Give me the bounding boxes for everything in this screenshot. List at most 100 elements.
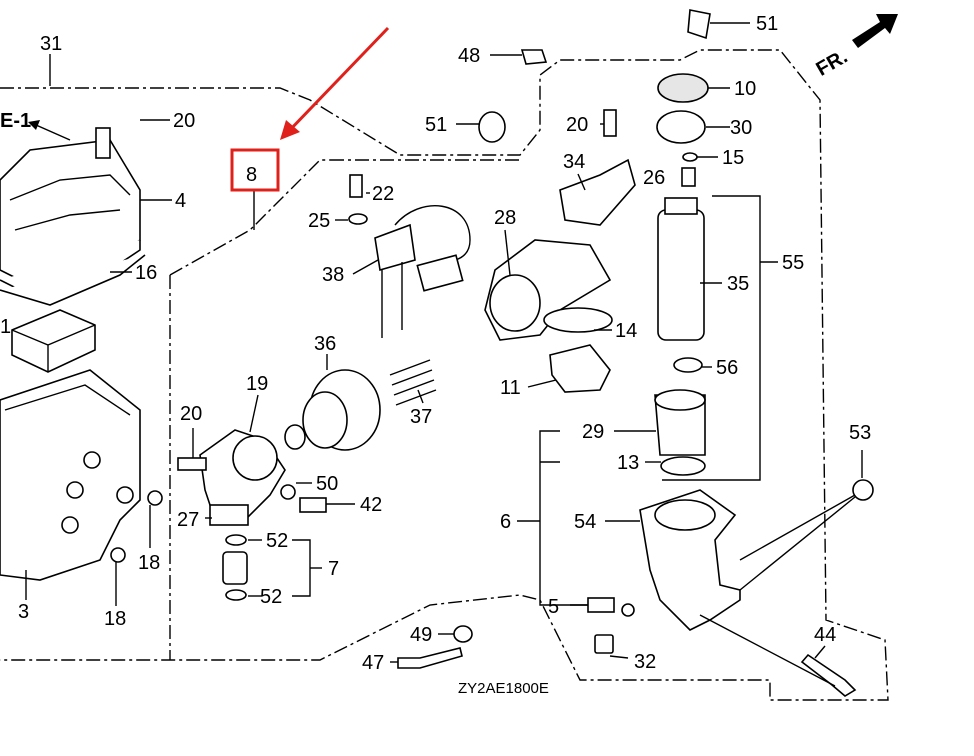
callout-6[interactable]: 6 [500, 511, 511, 533]
fitting-27 [209, 504, 249, 526]
highlight-arrow [286, 26, 390, 134]
o-ring-filter [284, 424, 306, 450]
washer-50 [280, 484, 296, 500]
screw-42 [299, 497, 327, 513]
callout-25[interactable]: 25 [308, 210, 330, 232]
callout-31[interactable]: 31 [40, 33, 62, 55]
washer-18a [147, 490, 163, 506]
callout-20[interactable]: 20 [566, 114, 588, 136]
o-ring-13 [660, 456, 706, 476]
cover-nipple [95, 127, 111, 159]
callout-49[interactable]: 49 [410, 624, 432, 646]
clamp-51a [478, 111, 506, 143]
callout-11[interactable]: 11 [500, 377, 521, 399]
callout-20[interactable]: 20 [173, 110, 195, 132]
cover-gasket [0, 254, 146, 306]
callout-38[interactable]: 38 [322, 264, 344, 286]
callout-13[interactable]: 13 [617, 452, 639, 474]
callout-51[interactable]: 51 [756, 13, 778, 35]
callout-18[interactable]: 18 [104, 608, 126, 630]
fuel-tank-body [0, 369, 141, 581]
highlight-arrow-head [280, 120, 300, 140]
sensor-32 [594, 634, 614, 654]
inner-boundary-left [169, 159, 330, 276]
clip-48 [520, 49, 548, 65]
clamp-51b [687, 9, 711, 40]
connector-38 [416, 254, 464, 292]
callout-26[interactable]: 26 [643, 167, 665, 189]
highlight: 8 [230, 26, 390, 192]
callout-1[interactable]: 1 [0, 316, 11, 338]
callout-15[interactable]: 15 [722, 147, 744, 169]
callout-36[interactable]: 36 [314, 333, 336, 355]
ring-30 [656, 110, 706, 144]
plate-11 [549, 344, 611, 393]
callout-29[interactable]: 29 [582, 421, 604, 443]
callout-35[interactable]: 35 [727, 273, 749, 295]
bolt-53 [852, 479, 874, 501]
callout-34[interactable]: 34 [563, 151, 585, 173]
front-arrow-icon [852, 14, 898, 48]
callout-44[interactable]: 44 [814, 624, 836, 646]
bolt-20c [603, 109, 617, 137]
callout-52[interactable]: 52 [266, 530, 288, 552]
ring-56 [673, 357, 703, 373]
o-ring-14 [543, 307, 613, 333]
callout-18[interactable]: 18 [138, 552, 160, 574]
highlight-box [230, 148, 280, 192]
callout-28[interactable]: 28 [494, 207, 516, 229]
valve-5 [587, 597, 615, 613]
bolt-47 [397, 647, 463, 669]
callout-19[interactable]: 19 [246, 373, 268, 395]
o-ring-52b [225, 589, 247, 601]
diagram-code: ZY2AE1800E [458, 680, 549, 697]
callout-42[interactable]: 42 [360, 494, 382, 516]
callout-3[interactable]: 3 [18, 601, 29, 623]
callout-10[interactable]: 10 [734, 78, 756, 100]
fuel-filter-assembly [177, 174, 471, 601]
boundary-lines [0, 49, 889, 701]
washer-15 [682, 152, 698, 162]
callout-16[interactable]: 16 [135, 262, 157, 284]
callout-8[interactable]: 8 [246, 164, 257, 186]
callout-52[interactable]: 52 [260, 586, 282, 608]
engine-cover-assembly [0, 127, 163, 581]
callout-48[interactable]: 48 [458, 45, 480, 67]
callout-27[interactable]: 27 [177, 509, 199, 531]
callout-51[interactable]: 51 [425, 114, 447, 136]
outer-boundary [0, 49, 889, 701]
callout-55[interactable]: 55 [782, 252, 804, 274]
ref-label[interactable]: E-1 [0, 110, 31, 132]
callout-22[interactable]: 22 [372, 183, 394, 205]
callout-32[interactable]: 32 [634, 651, 656, 673]
callout-14[interactable]: 14 [615, 320, 637, 342]
washer-49 [453, 625, 473, 643]
callout-4[interactable]: 4 [175, 190, 186, 212]
callout-54[interactable]: 54 [574, 511, 596, 533]
callout-37[interactable]: 37 [410, 406, 432, 428]
sensor-38 [374, 223, 416, 272]
bolt-22 [349, 174, 363, 198]
bracket-34 [559, 158, 636, 226]
callout-47[interactable]: 47 [362, 652, 384, 674]
callout-5[interactable]: 5 [548, 596, 559, 618]
washer-25 [348, 213, 368, 225]
callout-53[interactable]: 53 [849, 422, 871, 444]
callout-20[interactable]: 20 [180, 403, 202, 425]
fuel-pump-35 [657, 209, 705, 341]
callout-56[interactable]: 56 [716, 357, 738, 379]
ref-e1 [28, 120, 71, 141]
callout-7[interactable]: 7 [328, 558, 339, 580]
relay-block [11, 309, 96, 373]
cap-26 [681, 167, 696, 187]
leader-lines [25, 22, 863, 663]
o-ring-52a [225, 534, 247, 546]
ring-10 [657, 73, 709, 103]
callout-30[interactable]: 30 [730, 117, 752, 139]
joint-7 [222, 551, 248, 585]
callout-50[interactable]: 50 [316, 473, 338, 495]
bolt-20b [177, 457, 207, 471]
bolt-44 [800, 653, 857, 697]
spring-37 [389, 359, 437, 406]
